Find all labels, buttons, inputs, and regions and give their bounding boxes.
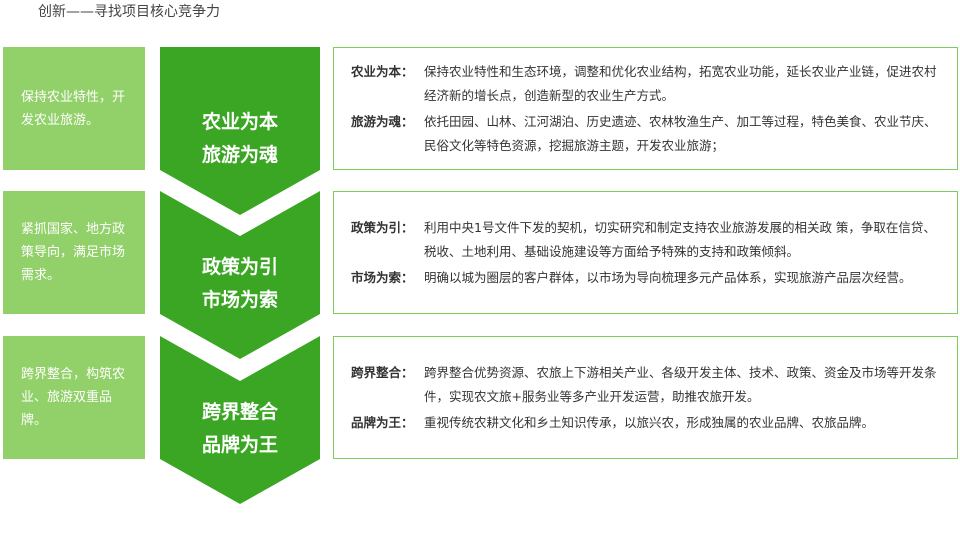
chevron-1 bbox=[160, 47, 320, 215]
detail-box-3: 跨界整合：跨界整合优势资源、农旅上下游相关产业、各级开发主体、技术、政策、资金及… bbox=[333, 336, 958, 459]
page-title: 创新——寻找项目核心竞争力 bbox=[38, 4, 220, 20]
detail-item: 旅游为魂：依托田园、山林、江河湖泊、历史遗迹、农林牧渔生产、加工等过程，特色美食… bbox=[351, 113, 937, 153]
left-summary-1: 保持农业特性，开发农业旅游。 bbox=[3, 47, 145, 170]
detail-box-2: 政策为引：利用中央1号文件下发的契机，切实研究和制定支持农业旅游发展的相关政 策… bbox=[333, 191, 958, 314]
chevron-3 bbox=[160, 336, 320, 504]
detail-item: 政策为引：利用中央1号文件下发的契机，切实研究和制定支持农业旅游发展的相关政 策… bbox=[351, 219, 936, 259]
chevron-2 bbox=[160, 191, 320, 359]
detail-item: 农业为本：保持农业特性和生态环境，调整和优化农业结构，拓宽农业功能，延长农业产业… bbox=[351, 63, 937, 103]
detail-item: 品牌为王：重视传统农耕文化和乡土知识传承，以旅兴农，形成独属的农业品牌、农旅品牌… bbox=[351, 414, 875, 430]
chevron-label-1: 农业为本旅游为魂 bbox=[201, 111, 278, 166]
detail-box-1: 农业为本：保持农业特性和生态环境，调整和优化农业结构，拓宽农业功能，延长农业产业… bbox=[333, 47, 958, 170]
chevron-label-2: 政策为引市场为索 bbox=[201, 256, 278, 311]
left-summary-3: 跨界整合，构筑农业、旅游双重品牌。 bbox=[3, 336, 145, 459]
detail-item: 跨界整合：跨界整合优势资源、农旅上下游相关产业、各级开发主体、技术、政策、资金及… bbox=[351, 364, 937, 404]
left-summary-2: 紧抓国家、地方政策导向，满足市场需求。 bbox=[3, 191, 145, 314]
chevron-label-3: 跨界整合品牌为王 bbox=[201, 401, 278, 456]
detail-item: 市场为索：明确以城为圈层的客户群体，以市场为导向梳理多元产品体系，实现旅游产品层… bbox=[351, 269, 912, 285]
